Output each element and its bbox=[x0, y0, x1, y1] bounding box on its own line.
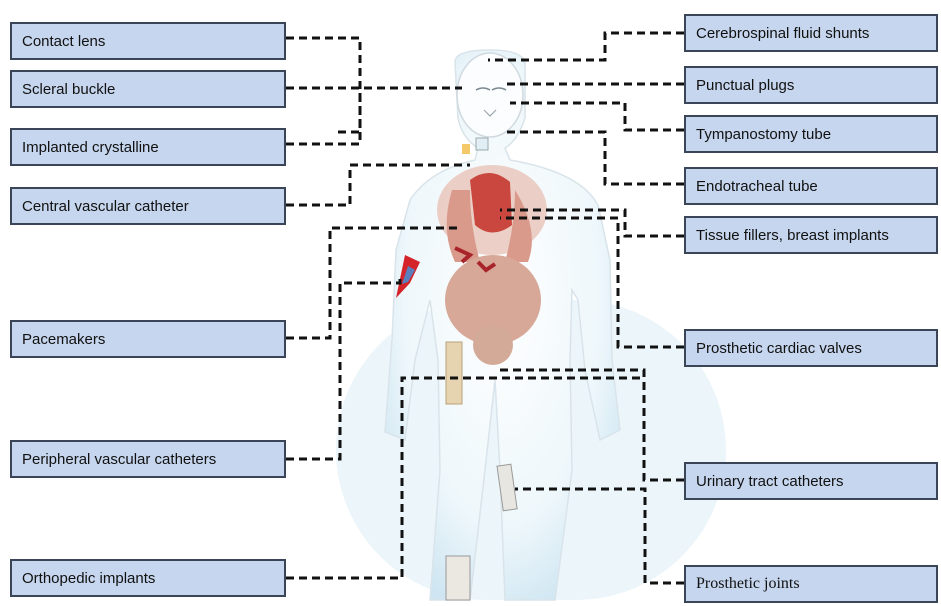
label-cerebrospinal-fluid-shunts: Cerebrospinal fluid shunts bbox=[684, 14, 938, 52]
label-tympanostomy-tube: Tympanostomy tube bbox=[684, 115, 938, 153]
label-scleral-buckle: Scleral buckle bbox=[10, 70, 286, 108]
label-prosthetic-joints: Prosthetic joints bbox=[684, 565, 938, 603]
label-punctual-plugs: Punctual plugs bbox=[684, 66, 938, 104]
label-endotracheal-tube: Endotracheal tube bbox=[684, 167, 938, 205]
label-orthopedic-implants: Orthopedic implants bbox=[10, 559, 286, 597]
label-central-vascular-catheter: Central vascular catheter bbox=[10, 187, 286, 225]
label-implanted-crystalline: Implanted crystalline bbox=[10, 128, 286, 166]
label-tissue-fillers-breast-implants: Tissue fillers, breast implants bbox=[684, 216, 938, 254]
label-pacemakers: Pacemakers bbox=[10, 320, 286, 358]
label-contact-lens: Contact lens bbox=[10, 22, 286, 60]
label-prosthetic-cardiac-valves: Prosthetic cardiac valves bbox=[684, 329, 938, 367]
label-urinary-tract-catheters: Urinary tract catheters bbox=[684, 462, 938, 500]
label-peripheral-vascular-catheters: Peripheral vascular catheters bbox=[10, 440, 286, 478]
